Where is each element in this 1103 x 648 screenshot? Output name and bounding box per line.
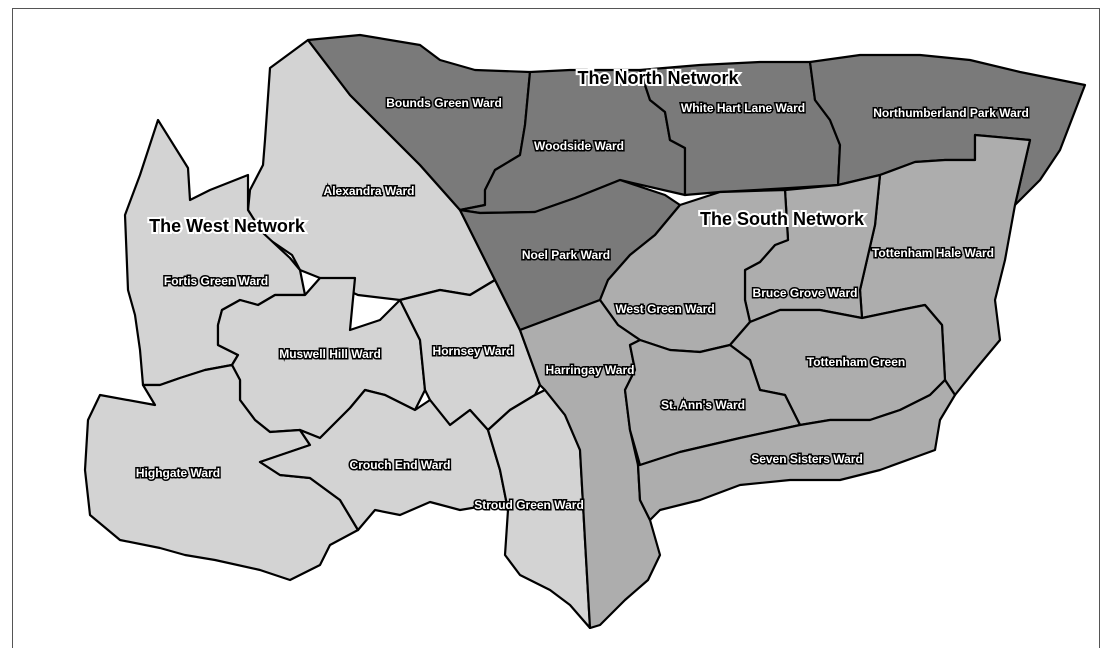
- label-noel-park: Noel Park Ward: [522, 248, 610, 262]
- ward-crouch-end[interactable]: [258, 388, 510, 532]
- label-bounds-green: Bounds Green Ward: [386, 96, 502, 110]
- label-stroud-green: Stroud Green Ward: [474, 498, 584, 512]
- label-tottenham-green: Tottenham Green: [807, 355, 905, 369]
- network-labels: The North Network The South Network The …: [147, 66, 867, 238]
- map-frame: [12, 8, 1100, 648]
- label-northumberland-park: Northumberland Park Ward: [873, 106, 1029, 120]
- label-north-network: The North Network: [577, 68, 739, 88]
- label-alexandra: Alexandra Ward: [324, 184, 415, 198]
- label-tottenham-hale: Tottenham Hale Ward: [872, 246, 994, 260]
- label-hornsey: Hornsey Ward: [433, 344, 514, 358]
- ward-labels: Bounds Green Ward Woodside Ward White Ha…: [134, 95, 1030, 514]
- label-bruce-grove: Bruce Grove Ward: [753, 286, 858, 300]
- borough-ward-map: Bounds Green Ward Woodside Ward White Ha…: [83, 33, 1087, 629]
- label-st-anns: St. Ann's Ward: [661, 398, 745, 412]
- label-woodside: Woodside Ward: [534, 139, 624, 153]
- label-white-hart-lane: White Hart Lane Ward: [681, 101, 805, 115]
- south-network-region: [518, 133, 1032, 629]
- label-harringay: Harringay Ward: [546, 363, 635, 377]
- label-west-green: West Green Ward: [615, 302, 714, 316]
- north-network-region: [306, 33, 1087, 332]
- west-network-region: [83, 38, 592, 629]
- label-west-network: The West Network: [149, 216, 306, 236]
- ward-seven-sisters[interactable]: [636, 378, 957, 522]
- label-crouch-end: Crouch End Ward: [350, 458, 451, 472]
- label-muswell-hill: Muswell Hill Ward: [279, 347, 381, 361]
- label-highgate: Highgate Ward: [136, 466, 220, 480]
- label-seven-sisters: Seven Sisters Ward: [751, 452, 863, 466]
- label-south-network: The South Network: [700, 209, 865, 229]
- label-fortis-green: Fortis Green Ward: [164, 274, 268, 288]
